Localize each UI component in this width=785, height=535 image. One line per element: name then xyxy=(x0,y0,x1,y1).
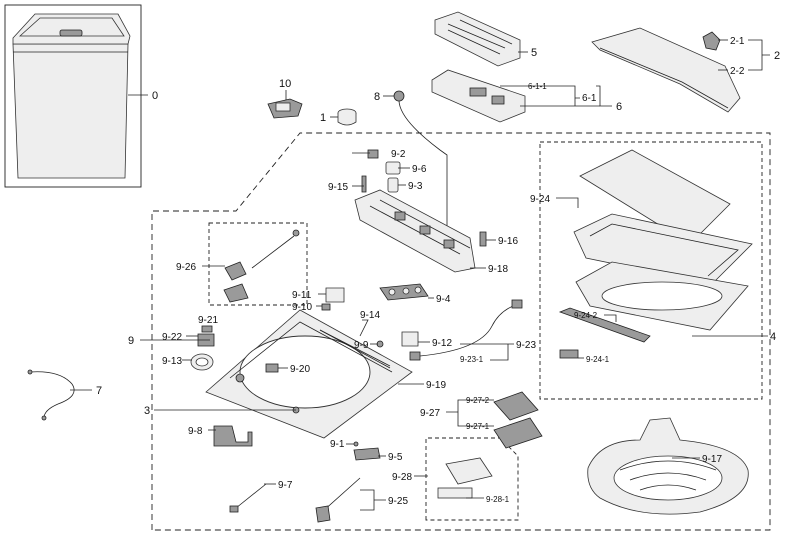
part-9-6-valve xyxy=(385,161,401,175)
part-9-16-clip xyxy=(479,231,487,247)
part-9-24-1 xyxy=(559,349,579,359)
label-9-23: 9-23 xyxy=(516,340,536,351)
part-9-19-top-frame xyxy=(205,309,413,439)
part-9-10 xyxy=(321,303,331,311)
label-9-23-1: 9-23-1 xyxy=(460,355,484,364)
label-9-9: 9-9 xyxy=(354,340,369,351)
part-9-28-drawer xyxy=(437,457,493,499)
label-5: 5 xyxy=(531,47,537,59)
label-9-15: 9-15 xyxy=(328,182,348,193)
washer-cabinet xyxy=(12,13,131,179)
label-9-11: 9-11 xyxy=(292,290,312,301)
part-10-bracket xyxy=(267,98,303,119)
label-6-1-1: 6-1-1 xyxy=(528,82,547,91)
part-9-23-hose xyxy=(409,299,523,361)
label-4: 4 xyxy=(770,331,776,343)
part-7-wire-harness xyxy=(27,369,75,421)
label-9-3: 9-3 xyxy=(408,181,423,192)
label-9-1: 9-1 xyxy=(330,439,345,450)
label-9-7: 9-7 xyxy=(278,480,293,491)
label-9-24-2: 9-24-2 xyxy=(574,311,598,320)
label-9-28: 9-28 xyxy=(392,472,412,483)
part-4-lid-lower-frame xyxy=(575,261,749,331)
part-9-4-clamps xyxy=(379,283,429,301)
label-9-26: 9-26 xyxy=(176,262,196,273)
label-9-19: 9-19 xyxy=(426,380,446,391)
label-6-1: 6-1 xyxy=(582,93,597,104)
label-9-24-1: 9-24-1 xyxy=(586,355,610,364)
label-9-27: 9-27 xyxy=(420,408,440,419)
part-9-17-tub xyxy=(587,417,749,515)
main-assembly-dashed-frame xyxy=(151,132,771,531)
part-9-13-ring xyxy=(190,353,214,371)
label-9-8: 9-8 xyxy=(188,426,203,437)
part-9-7-rod xyxy=(229,483,267,513)
label-9-21: 9-21 xyxy=(198,315,218,326)
part-2-control-panel xyxy=(591,27,741,113)
label-9-27-1: 9-27-1 xyxy=(466,422,490,431)
part-9-3 xyxy=(387,177,399,193)
label-9-13: 9-13 xyxy=(162,356,182,367)
part-9-25-rod xyxy=(315,477,361,523)
part-9-2 xyxy=(367,149,379,159)
label-8: 8 xyxy=(374,91,380,103)
label-9-17: 9-17 xyxy=(702,454,722,465)
part-6-pcb xyxy=(431,69,526,123)
label-9-5: 9-5 xyxy=(388,452,403,463)
part-9-20 xyxy=(265,363,279,373)
label-9-16: 9-16 xyxy=(498,236,518,247)
part-1-knob xyxy=(337,108,357,126)
label-9-25: 9-25 xyxy=(388,496,408,507)
part-9-1 xyxy=(353,441,359,447)
label-3: 3 xyxy=(144,405,150,417)
label-9-22: 9-22 xyxy=(162,332,182,343)
label-7: 7 xyxy=(96,385,102,397)
callout-labels: 0 1 2 2-1 2-2 3 4 5 6 6-1 6-1-1 7 8 9 10… xyxy=(96,36,780,507)
label-2-2: 2-2 xyxy=(730,66,745,77)
part-9-8-bracket xyxy=(213,425,253,447)
label-9-6: 9-6 xyxy=(412,164,427,175)
label-9-12: 9-12 xyxy=(432,338,452,349)
label-10: 10 xyxy=(279,78,291,90)
label-9-18: 9-18 xyxy=(488,264,508,275)
part-9-21 xyxy=(201,325,213,333)
hinge-assembly-dashed-frame xyxy=(208,222,308,306)
label-9-20: 9-20 xyxy=(290,364,310,375)
part-9-24-lid-glass xyxy=(579,149,731,245)
label-9-28-1: 9-28-1 xyxy=(486,495,510,504)
label-6: 6 xyxy=(616,101,622,113)
part-9-18-top-bracket xyxy=(354,189,476,273)
part-9-26-hinge xyxy=(223,229,300,303)
part-9-15-clip xyxy=(361,175,367,193)
lid-assembly-dashed-frame xyxy=(539,141,763,400)
part-9-11 xyxy=(325,287,345,303)
part-9-24-2-bar xyxy=(558,307,651,343)
label-9-24: 9-24 xyxy=(530,194,550,205)
label-9-27-2: 9-27-2 xyxy=(466,396,490,405)
part-9-14-rail xyxy=(319,329,391,367)
part-9-12 xyxy=(401,331,419,347)
label-2-1: 2-1 xyxy=(730,36,745,47)
label-9-10: 9-10 xyxy=(292,302,312,313)
part-9-24-lid-frame xyxy=(573,213,753,285)
part-9-27-dispenser xyxy=(493,391,543,449)
label-9-2: 9-2 xyxy=(391,149,406,160)
label-9: 9 xyxy=(128,335,134,347)
label-2: 2 xyxy=(774,50,780,62)
part-5-filter xyxy=(434,11,521,67)
label-9-4: 9-4 xyxy=(436,294,451,305)
label-0: 0 xyxy=(152,90,158,102)
label-9-14: 9-14 xyxy=(360,310,380,321)
leader-lines xyxy=(70,39,770,511)
label-1: 1 xyxy=(320,112,326,124)
part-9-5 xyxy=(353,447,381,461)
washer-frame-box xyxy=(4,4,142,188)
